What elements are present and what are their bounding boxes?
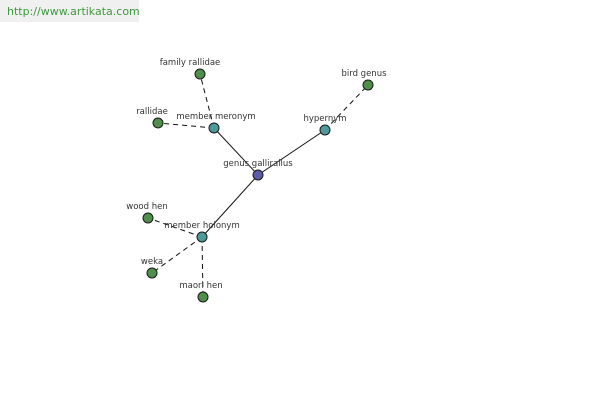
node-label-maori-hen[interactable]: maori hen [179, 281, 222, 291]
node-circle-member-holonym[interactable] [196, 231, 208, 243]
node-hypernym[interactable]: hypernym [303, 114, 347, 136]
edge-genus-to-member-meronym [213, 127, 259, 176]
node-label-member-holonym[interactable]: member holonym [164, 221, 239, 231]
node-weka[interactable]: weka [141, 257, 163, 279]
node-circle-hypernym[interactable] [319, 124, 331, 136]
node-genus[interactable]: genus gallirallus [223, 159, 293, 181]
node-wood-hen[interactable]: wood hen [126, 202, 168, 224]
node-member-holonym[interactable]: member holonym [164, 221, 240, 243]
edge-genus-to-hypernym [257, 129, 326, 176]
node-label-family-rallidae[interactable]: family rallidae [160, 58, 221, 68]
node-member-meronym[interactable]: member meronym [176, 112, 256, 134]
node-family-rallidae[interactable]: family rallidae [160, 58, 221, 80]
edge-genus-to-member-holonym [201, 174, 259, 238]
node-circle-weka[interactable] [146, 267, 158, 279]
node-rallidae[interactable]: rallidae [136, 107, 168, 129]
edge-member-holonym-to-maori-hen [201, 236, 204, 298]
node-label-member-meronym[interactable]: member meronym [176, 112, 255, 122]
node-bird-genus[interactable]: bird genus [341, 69, 387, 91]
edge-hypernym-to-bird-genus [324, 84, 369, 131]
node-label-hypernym[interactable]: hypernym [303, 114, 346, 124]
node-maori-hen[interactable]: maori hen [179, 281, 223, 303]
node-label-wood-hen[interactable]: wood hen [126, 202, 167, 212]
edge-member-meronym-to-rallidae [157, 122, 215, 129]
edges-layer [147, 73, 369, 298]
source-url-link[interactable]: http://www.artikata.com [7, 5, 140, 18]
node-circle-member-meronym[interactable] [208, 122, 220, 134]
source-bar: http://www.artikata.com [0, 0, 140, 22]
node-label-rallidae[interactable]: rallidae [136, 107, 168, 117]
node-circle-genus[interactable] [252, 169, 264, 181]
node-circle-bird-genus[interactable] [362, 79, 374, 91]
nodes-layer: genus gallirallus hypernym member meronym m… [126, 58, 387, 303]
node-label-weka[interactable]: weka [141, 257, 163, 267]
node-label-genus[interactable]: genus gallirallus [223, 159, 293, 169]
node-label-bird-genus[interactable]: bird genus [341, 69, 387, 79]
node-circle-maori-hen[interactable] [197, 291, 209, 303]
edge-member-meronym-to-family-rallidae [199, 73, 215, 129]
node-circle-wood-hen[interactable] [142, 212, 154, 224]
edge-member-holonym-to-weka [151, 236, 203, 274]
node-circle-rallidae[interactable] [152, 117, 164, 129]
node-circle-family-rallidae[interactable] [194, 68, 206, 80]
edge-member-holonym-to-wood-hen [147, 217, 203, 238]
